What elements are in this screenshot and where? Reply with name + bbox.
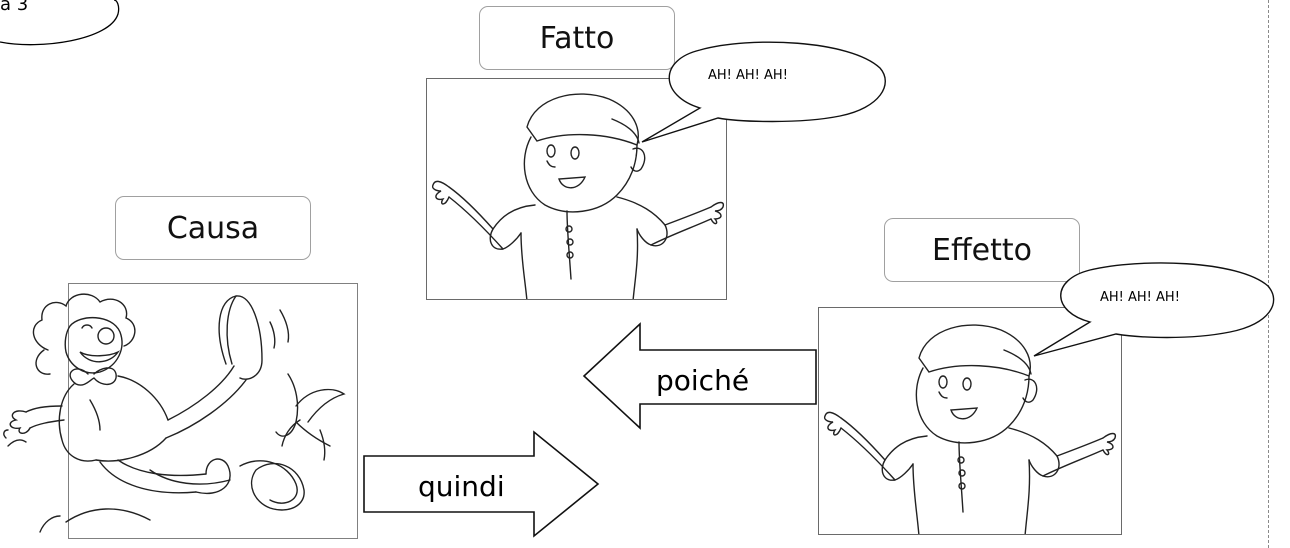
poiche-label: poiché [656, 364, 750, 397]
effetto-speech-text: AH! AH! AH! [1100, 290, 1180, 305]
clown-slipping-illustration [3, 293, 346, 533]
effetto-label: Effetto [884, 218, 1080, 282]
effetto-speech-bubble [1033, 262, 1275, 357]
fatto-speech-text: AH! AH! AH! [708, 68, 788, 83]
page-tag-oval [0, 0, 120, 46]
poiche-arrow [582, 322, 817, 430]
fatto-label: Fatto [479, 6, 675, 70]
causa-label: Causa [115, 196, 311, 260]
boy-laughing-illustration [823, 324, 1117, 534]
quindi-label: quindi [418, 470, 505, 503]
quindi-arrow [363, 430, 600, 538]
boy-laughing-illustration [431, 93, 725, 299]
fatto-speech-bubble [641, 41, 886, 143]
dashed-page-border [1268, 0, 1269, 548]
fatto-picture [426, 78, 727, 300]
page-tag-text: a 3 [0, 0, 29, 15]
